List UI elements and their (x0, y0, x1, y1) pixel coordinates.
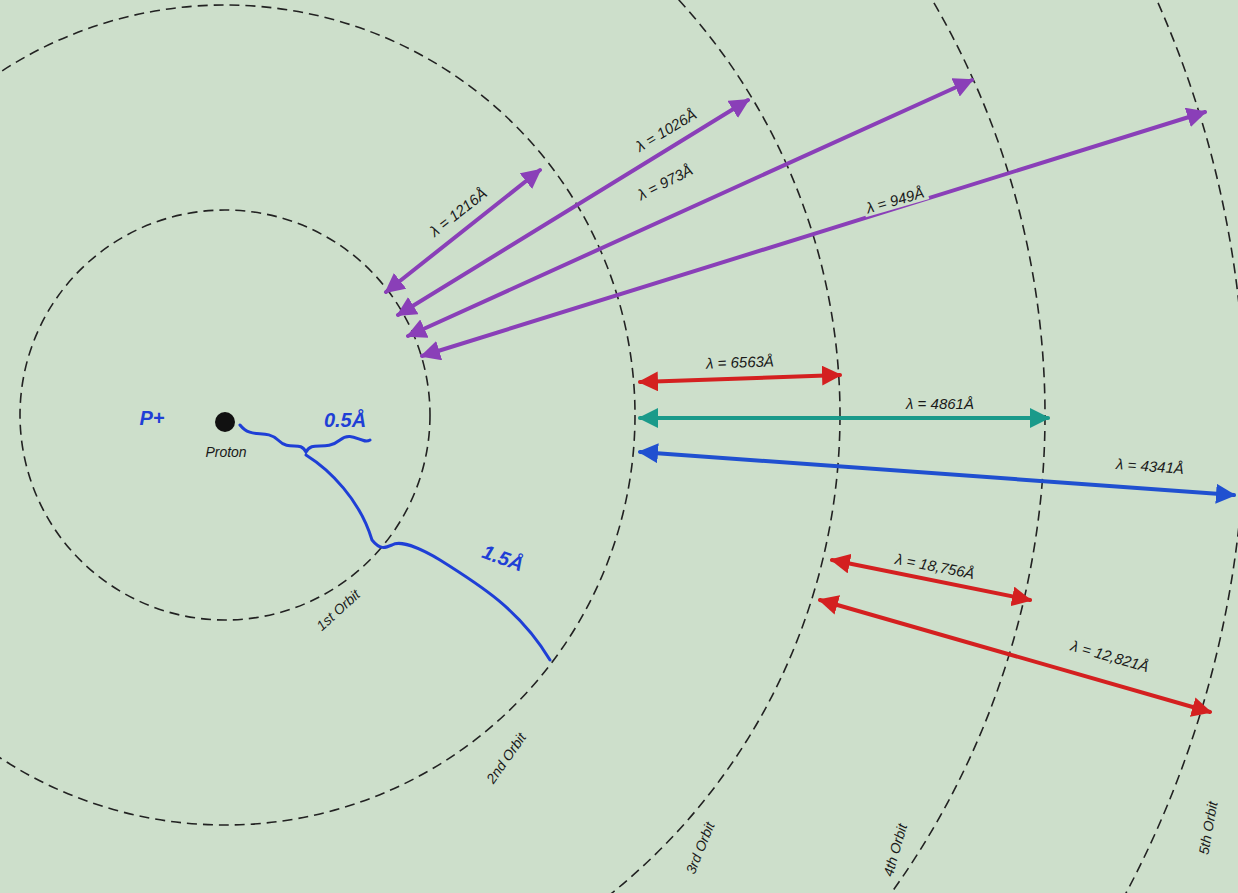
distance-braces (240, 425, 550, 660)
dimension-label: 0.5Å (321, 409, 369, 431)
wavelength-label: λ = 12,821Å (1066, 636, 1154, 676)
wavelength-label: λ = 6563Å (703, 352, 777, 372)
wavelength-label: λ = 4341Å (1113, 455, 1188, 477)
orbit-label: 1st Orbit (311, 584, 365, 635)
wavelength-label: λ = 949Å (861, 183, 929, 217)
wavelength-label: λ = 18,756Å (891, 549, 979, 582)
proton-dot (215, 412, 235, 432)
orbit-label: 5th Orbit (1195, 797, 1221, 859)
dimension-label: 1.5Å (477, 539, 530, 576)
wavelength-label: λ = 4861Å (903, 395, 977, 412)
transition-arrows (386, 80, 1234, 712)
orbit-label: 2nd Orbit (481, 727, 531, 788)
handwritten-note: P+ (136, 407, 167, 429)
part-name: Proton (202, 444, 249, 460)
orbit-label: 3rd Orbit (681, 817, 718, 879)
